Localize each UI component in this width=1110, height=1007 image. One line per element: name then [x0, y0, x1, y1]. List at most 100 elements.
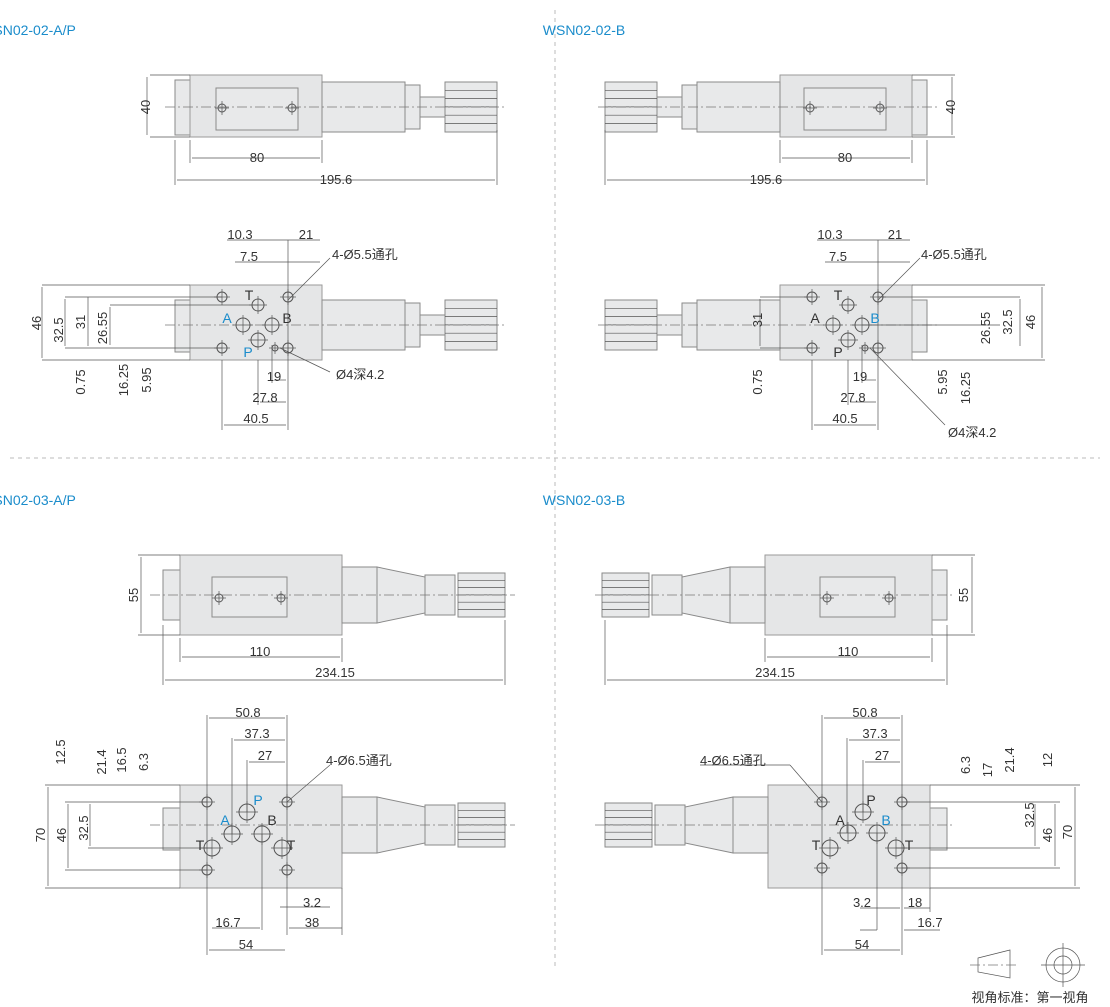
dimension-label: 19	[853, 369, 867, 384]
dimension-label: 110	[250, 644, 271, 659]
dimension-line	[789, 764, 823, 803]
dimension-label: 37.3	[862, 726, 887, 741]
drawing-title: WSN02-03-A/P	[0, 492, 76, 508]
port-label: T	[196, 837, 205, 853]
dimension-label: 6.3	[136, 753, 151, 771]
dimension-label: 80	[250, 150, 264, 165]
port-label: A	[220, 812, 230, 828]
dimension-label: 110	[838, 644, 859, 659]
dimension-label: 46	[29, 316, 44, 330]
projection-legend-label: 视角标准：第一视角	[971, 990, 1088, 1005]
nameplate	[803, 87, 887, 131]
dimension-label: 10.3	[817, 227, 842, 242]
valve-body	[189, 284, 323, 361]
dimension-label: 54	[239, 937, 253, 952]
dimension-label: 16.7	[215, 915, 240, 930]
dimension-label: 26.55	[978, 312, 993, 345]
dimension-label: 18	[908, 895, 922, 910]
drawing-title: WSN02-02-B	[543, 22, 625, 38]
dimension-label: 32.5	[76, 815, 91, 840]
dimension-label: 16.5	[114, 747, 129, 772]
dimension-label: 50.8	[852, 705, 877, 720]
dimension-label: 40.5	[832, 411, 857, 426]
end-cap	[174, 79, 191, 136]
dimension-label: 40.5	[243, 411, 268, 426]
dimension-label: 32.5	[1022, 802, 1037, 827]
dimension-label: 195.6	[750, 172, 783, 187]
dimension-line	[279, 347, 331, 373]
dimension-label: 16.25	[958, 372, 973, 405]
port-label: A	[222, 310, 232, 326]
dimension-label: 5.95	[935, 369, 950, 394]
drawing-title: WSN02-03-B	[543, 492, 625, 508]
end-cap	[911, 79, 928, 136]
dimension-label: 4-Ø6.5通孔	[700, 753, 766, 768]
dimension-label: 70	[1060, 825, 1075, 839]
dimension-label: 46	[1023, 315, 1038, 329]
dimension-label: 12.5	[53, 739, 68, 764]
dimension-label: 16.7	[917, 915, 942, 930]
valve-body	[779, 284, 913, 361]
end-cap	[162, 807, 181, 851]
dimension-label: 31	[73, 315, 88, 329]
dimension-line	[869, 347, 946, 426]
dimension-label: 21	[299, 227, 313, 242]
drawing-title: WSN02-02-A/P	[0, 22, 76, 38]
dimension-label: 46	[1040, 828, 1055, 842]
dimension-label: 3.2	[853, 895, 871, 910]
dimension-label: 4-Ø5.5通孔	[332, 247, 398, 262]
dimension-label: 234.15	[755, 665, 795, 680]
dimension-label: 27	[875, 748, 889, 763]
dimension-line	[877, 257, 921, 301]
port-label: B	[881, 812, 890, 828]
dimension-label: 21.4	[94, 749, 109, 774]
nameplate	[819, 576, 896, 618]
port-label: T	[905, 837, 914, 853]
first-angle-cone-icon	[977, 949, 1011, 979]
dimension-label: 21.4	[1002, 747, 1017, 772]
port-label: T	[287, 837, 296, 853]
dimension-label: 195.6	[320, 172, 353, 187]
dimension-label: 27	[258, 748, 272, 763]
nameplate	[215, 87, 299, 131]
end-cap	[174, 299, 191, 353]
port-label: A	[835, 812, 845, 828]
port-label: A	[810, 310, 820, 326]
dimension-label: 17	[980, 763, 995, 777]
port-label: P	[243, 344, 252, 360]
port-label: B	[870, 310, 879, 326]
dimension-label: 234.15	[315, 665, 355, 680]
dimension-label: 7.5	[240, 249, 258, 264]
dimension-label: 12	[1040, 753, 1055, 767]
dimension-line	[287, 257, 331, 301]
dimension-label: 3.2	[303, 895, 321, 910]
dimension-label: 55	[956, 588, 971, 602]
dimension-label: 0.75	[73, 369, 88, 394]
dimension-label: 4-Ø5.5通孔	[921, 247, 987, 262]
end-cap	[911, 299, 928, 353]
dimension-label: 70	[33, 828, 48, 842]
dimension-label: 4-Ø6.5通孔	[326, 753, 392, 768]
port-label: P	[866, 792, 875, 808]
dimension-label: 32.5	[1000, 309, 1015, 334]
dimension-label: 27.8	[252, 390, 277, 405]
dimension-label: 7.5	[829, 249, 847, 264]
dimension-label: 32.5	[51, 317, 66, 342]
dimension-label: 0.75	[750, 369, 765, 394]
dimension-label: 16.25	[116, 364, 131, 397]
port-label: T	[245, 287, 254, 303]
port-label: P	[833, 344, 842, 360]
dimension-label: 21	[888, 227, 902, 242]
dimension-label: 5.95	[139, 367, 154, 392]
dimension-label: 40	[138, 100, 153, 114]
port-label: B	[267, 812, 276, 828]
port-label: T	[812, 837, 821, 853]
dimension-label: 27.8	[840, 390, 865, 405]
dimension-label: 6.3	[958, 756, 973, 774]
dimension-label: 19	[267, 369, 281, 384]
dimension-label: 40	[943, 100, 958, 114]
dimension-label: 38	[305, 915, 319, 930]
nameplate	[211, 576, 288, 618]
port-label: T	[834, 287, 843, 303]
